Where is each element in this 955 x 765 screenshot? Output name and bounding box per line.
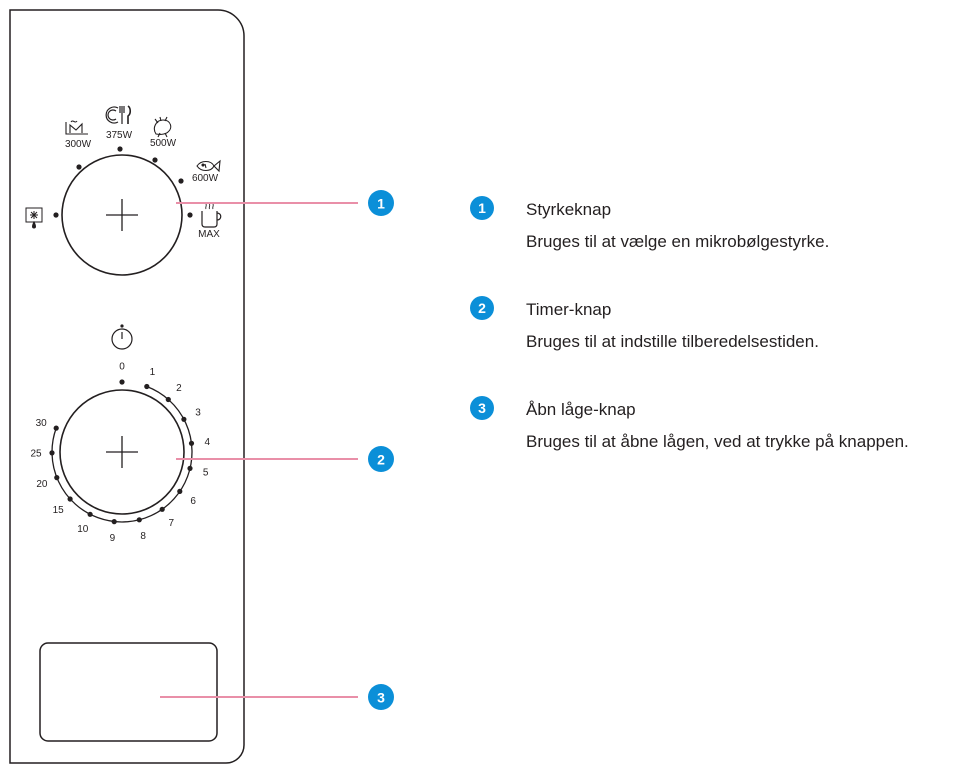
callout-badge-3: 3 (368, 684, 394, 710)
callout-title-1: Styrkeknap (526, 200, 612, 219)
timer-tick-dot (159, 506, 165, 512)
power-setting-dot (152, 157, 158, 163)
svg-text:1: 1 (377, 196, 385, 212)
timer-tick-dot (136, 517, 142, 523)
callout-text-3: Bruges til at åbne lågen, ved at trykke … (526, 432, 909, 451)
timer-knob-group: 0 1 2 3 4 5 6 7 8 9 10 15 20 25 30 (30, 324, 211, 544)
control-panel-outline (9, 9, 245, 764)
hot-cup-icon (201, 203, 222, 228)
svg-text:3: 3 (377, 690, 385, 706)
door-open-button[interactable] (39, 642, 218, 742)
timer-tick-label: 25 (30, 449, 42, 460)
timer-tick-label: 20 (36, 479, 48, 490)
timer-tick-label: 5 (203, 468, 209, 479)
power-setting-dot (117, 146, 123, 152)
timer-tick-label: 2 (176, 383, 182, 394)
timer-tick-dot (54, 475, 60, 481)
timer-tick-label: 4 (205, 437, 211, 448)
timer-tick-dot (53, 425, 59, 431)
timer-tick-label: 10 (77, 524, 89, 535)
timer-tick-dot (165, 396, 171, 403)
power-label-600w: 600W (192, 173, 219, 184)
power-setting-dot (178, 178, 184, 184)
defrost-icon (25, 207, 43, 229)
callout-badge-1-legend: 1 (470, 196, 494, 220)
timer-tick-label: 1 (150, 367, 156, 378)
power-setting-dot (187, 212, 193, 218)
timer-tick-dot (187, 465, 193, 471)
timer-tick-dot (87, 511, 93, 517)
power-label-300w: 300W (65, 139, 92, 150)
timer-tick-label: 0 (119, 362, 125, 373)
timer-icon (111, 324, 133, 350)
power-knob-group: 300W 375W 500W 600W (25, 105, 222, 276)
timer-tick-dot (181, 416, 187, 422)
callout-badge-2-legend: 2 (470, 296, 494, 320)
svg-text:2: 2 (478, 300, 486, 316)
plate-cutlery-icon (105, 105, 132, 124)
power-setting-dot (53, 212, 59, 218)
timer-tick-dot (188, 440, 195, 446)
timer-tick-dot (177, 488, 183, 494)
timer-tick-label: 7 (169, 518, 175, 529)
power-label-375w: 375W (106, 130, 133, 141)
svg-text:2: 2 (377, 452, 385, 468)
timer-tick-dot (49, 450, 55, 456)
chicken-icon (153, 116, 172, 138)
timer-tick-label: 15 (53, 505, 65, 516)
timer-tick-label: 9 (110, 533, 116, 544)
power-label-500w: 500W (150, 138, 177, 149)
timer-tick-dot (111, 519, 117, 525)
power-setting-dot (76, 164, 82, 170)
timer-tick-dot (67, 496, 73, 502)
timer-tick-label: 3 (195, 407, 201, 418)
keep-warm-icon (65, 120, 88, 135)
callout-title-3: Åbn låge-knap (526, 400, 636, 419)
timer-tick-label: 30 (36, 418, 48, 429)
callout-badge-1: 1 (368, 190, 394, 216)
fish-icon (196, 159, 221, 173)
callout-title-2: Timer-knap (526, 300, 612, 319)
timer-tick-label: 6 (190, 496, 196, 507)
timer-tick-dot (144, 383, 150, 390)
callout-badge-3-legend: 3 (470, 396, 494, 420)
callout-text-1: Bruges til at vælge en mikrobølgestyrke. (526, 232, 830, 251)
callout-badge-2: 2 (368, 446, 394, 472)
callout-text-2: Bruges til at indstille tilberedelsestid… (526, 332, 819, 351)
timer-tick-label: 8 (140, 531, 146, 542)
svg-text:3: 3 (478, 400, 486, 416)
svg-text:1: 1 (478, 200, 486, 216)
timer-tick-dot (119, 379, 125, 385)
power-label-max: MAX (198, 229, 220, 240)
